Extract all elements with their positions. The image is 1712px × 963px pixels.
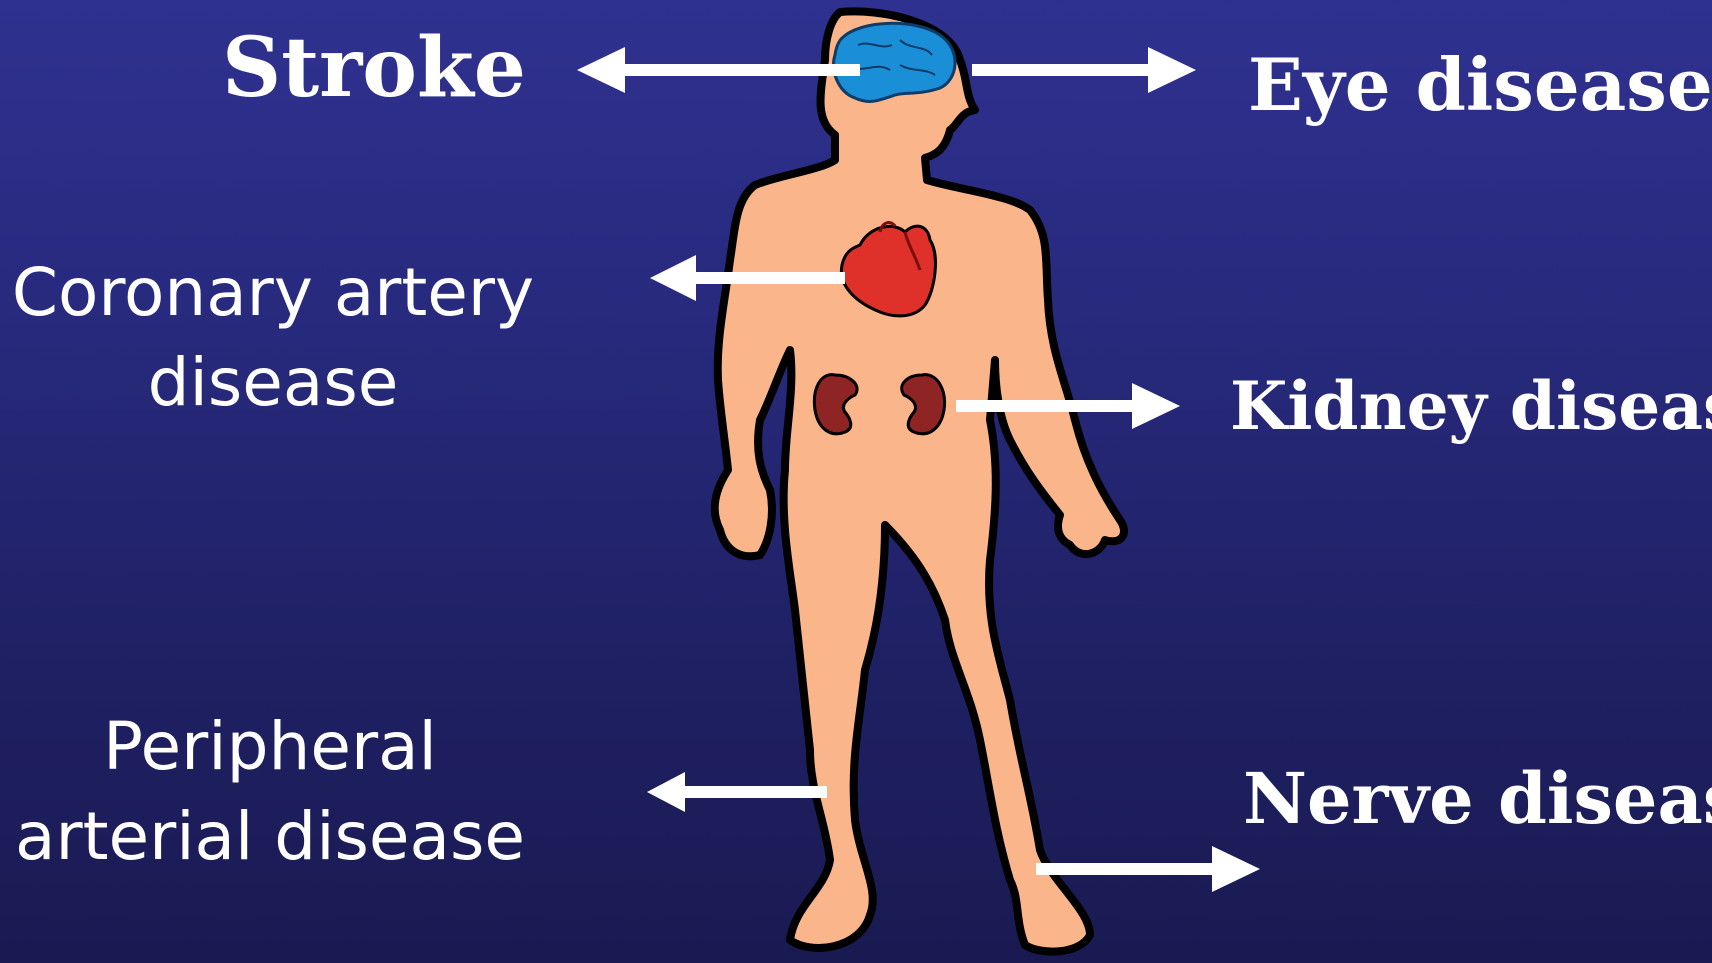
eye-disease-label: Eye disease [1248, 42, 1712, 127]
coronary-label-line-1: Coronary artery [8, 248, 538, 338]
peripheral-label-line-1: Peripheral [10, 702, 530, 792]
coronary-label-line-2: disease [8, 338, 538, 428]
peripheral-arterial-disease-label: Peripheral arterial disease [10, 702, 530, 882]
eye-arrow [972, 47, 1196, 93]
coronary-artery-disease-label: Coronary artery disease [8, 248, 538, 428]
stroke-arrow [577, 47, 860, 93]
body-outline-shape [715, 11, 1124, 951]
peripheral-arrow [647, 772, 827, 812]
nerve-disease-label: Nerve disease [1243, 757, 1712, 840]
nerve-arrow [1036, 846, 1260, 892]
stroke-label: Stroke [222, 20, 526, 116]
body-silhouette [715, 11, 1124, 951]
brain-icon [834, 23, 956, 101]
kidney-disease-label: Kidney disease [1230, 367, 1712, 445]
peripheral-label-line-2: arterial disease [10, 792, 530, 882]
